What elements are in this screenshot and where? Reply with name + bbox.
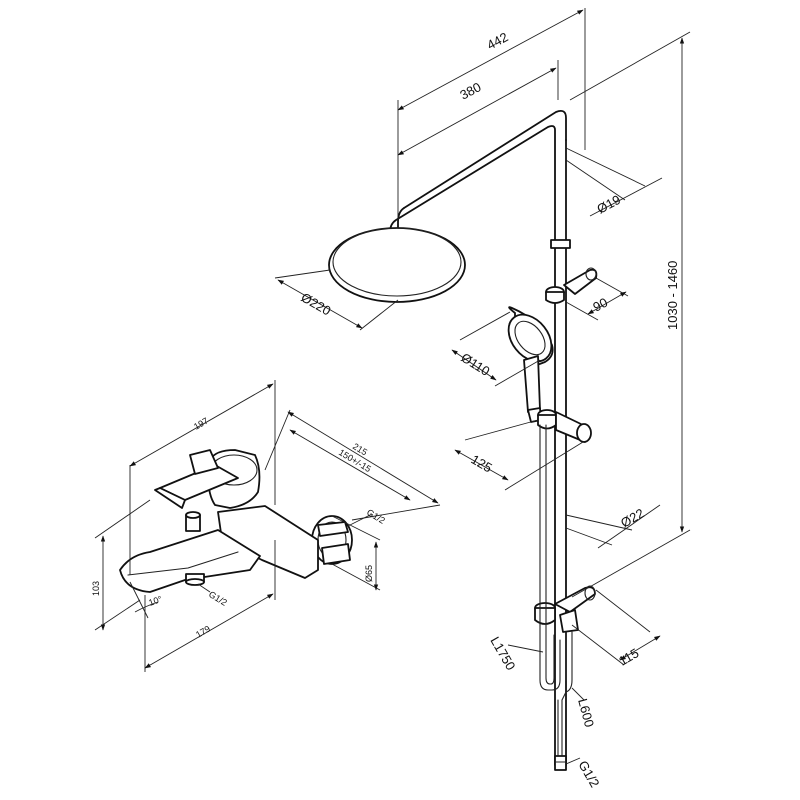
dim-215-line [287, 411, 439, 504]
hose-inner-loop [545, 424, 555, 685]
dim-height-label: 1030 - 1460 [665, 261, 680, 330]
hand-shower-face [507, 313, 553, 363]
dim-220-ext-left [274, 269, 331, 279]
slider-upper-knob [563, 268, 598, 295]
dim-150-line [289, 429, 411, 501]
dim-l1750-leader [507, 644, 544, 653]
dim-19-ext-a [565, 147, 646, 187]
riser-collar [550, 239, 571, 249]
dim-19-ext-b [565, 159, 626, 201]
dim-220-label: Ø220 [299, 290, 334, 319]
dim-22-label: Ø22 [618, 505, 647, 530]
slider-upper [545, 291, 565, 304]
dim-442-label: 442 [484, 29, 510, 52]
dim-g12-bottom-label: G1/2 [575, 758, 602, 790]
dim-90-ext-a [565, 301, 599, 321]
head-arm-upper [403, 109, 567, 209]
dim-19-line [589, 177, 663, 217]
dim-115-label: 115 [616, 645, 641, 668]
dim-103-ext-bottom [94, 599, 141, 631]
dim-g12-bottom-leader [565, 757, 581, 765]
dim-197-label: 197 [192, 416, 210, 432]
dim-65-label: Ø65 [364, 565, 374, 582]
dim-220-ext-right [359, 299, 399, 331]
dim-65-ext-bottom [331, 563, 381, 591]
bath-mixer [119, 449, 353, 593]
diverter-knob-top [185, 511, 201, 519]
dim-103-label: 103 [91, 581, 101, 596]
dim-90-line [587, 291, 627, 315]
dim-125-label: 125 [469, 452, 495, 476]
dim-g12-mixer-leader [347, 513, 373, 527]
dim-442-line [397, 9, 584, 111]
mixer-spout-edge [127, 551, 239, 576]
dim-115-ext-b [571, 624, 625, 666]
eccentric-nut [317, 521, 349, 537]
dim-115-line [619, 635, 661, 661]
hand-shower-nozzles [514, 320, 546, 356]
dim-115-ext-a [595, 589, 651, 633]
dim-110-line [451, 349, 497, 381]
mixer-spout [119, 529, 261, 593]
dim-380-line [397, 67, 557, 156]
dim-380-label: 380 [457, 79, 483, 102]
dim-215-ext-right [351, 504, 441, 521]
dim-height-ext-bottom [571, 529, 691, 598]
dim-l600-leader [571, 687, 585, 701]
dim-l600-label: L600 [575, 697, 597, 729]
dim-179-line [144, 593, 274, 669]
dim-125-ext-b [504, 441, 584, 491]
head-arm-bend [397, 207, 405, 241]
spout-aerator-bottom [185, 578, 205, 586]
dim-90-label: 90 [590, 295, 610, 315]
holder-slider-knob-end [576, 423, 592, 443]
dim-220-line [277, 279, 363, 329]
dim-215-ext-left [264, 409, 291, 471]
head-arm-lower [389, 125, 556, 246]
hose-lower-outer [561, 631, 573, 756]
hand-shower [507, 306, 554, 423]
dim-125-line [454, 449, 509, 481]
dim-103-ext-top [94, 499, 151, 539]
lower-bracket [534, 607, 556, 625]
dim-110-ext-b [494, 359, 541, 387]
hose-outer-loop [539, 424, 561, 691]
dim-110-ext-a [459, 311, 511, 341]
mixer-lever-tip [154, 487, 186, 509]
dim-179-label: 179 [194, 624, 212, 640]
rain-head-rim [332, 227, 462, 297]
diverter-body [559, 609, 579, 633]
hose-end-fitting [554, 755, 567, 771]
dim-height-ext-top [569, 31, 691, 101]
dim-197-line [129, 383, 274, 467]
dim-l1750-label: L1750 [487, 634, 518, 673]
dim-22-ext-a [565, 514, 633, 531]
dim-g12-spout-label: G1/2 [207, 589, 229, 608]
dim-g12-spout-leader [197, 583, 211, 593]
holder-slider [537, 414, 557, 430]
eccentric-connector [321, 543, 351, 565]
dim-125-ext-a [464, 419, 539, 441]
dim-angle-label: 10° [147, 594, 164, 608]
lower-bracket-arm-end [584, 585, 596, 601]
dim-22-line [597, 504, 661, 549]
shower-column [328, 109, 598, 771]
dim-22-ext-b [565, 527, 613, 546]
slider-upper-knob-end [585, 267, 597, 281]
dim-65-ext-top [331, 515, 381, 541]
shower-dimensions: 442 380 1030 - 1460 Ø19 Ø220 90 Ø110 [274, 8, 691, 790]
dim-g12-mixer-label: G1/2 [365, 507, 387, 526]
